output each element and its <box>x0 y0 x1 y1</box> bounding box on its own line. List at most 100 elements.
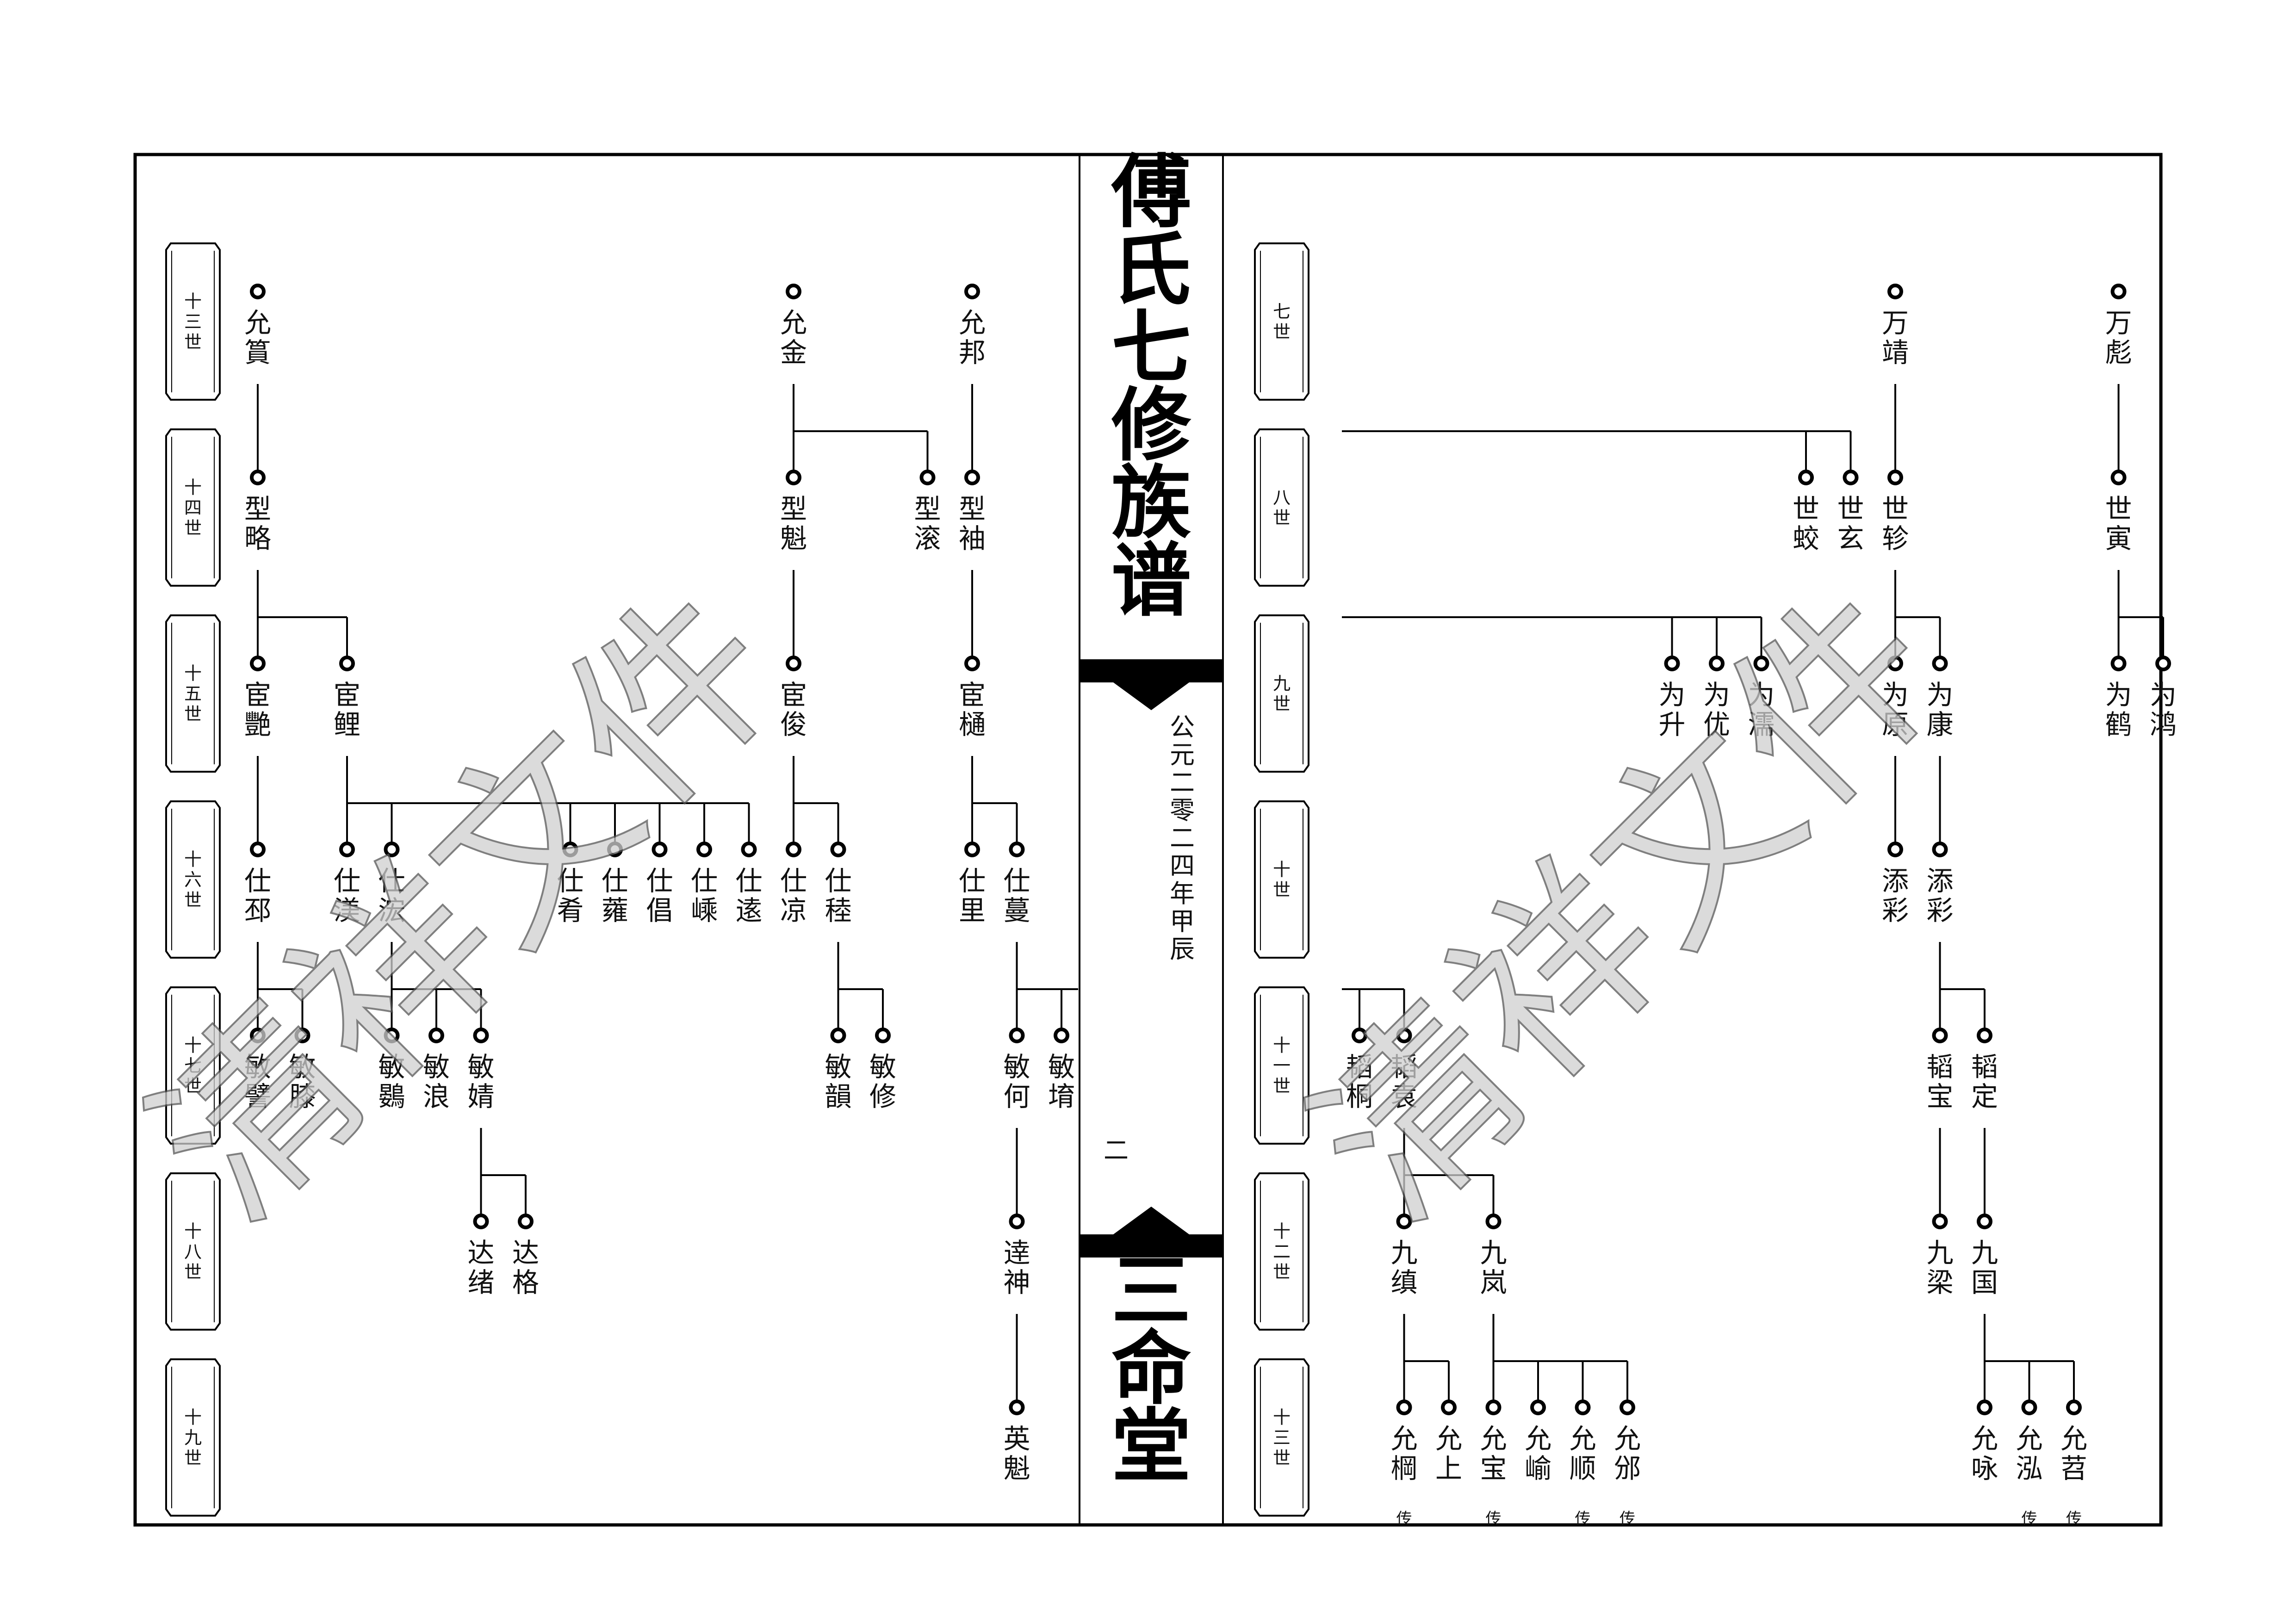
person-node: 九国 <box>1971 1214 1998 1298</box>
person-node: 宦樋 <box>959 656 986 740</box>
person-node: 为原 <box>1882 656 1909 740</box>
person-node: 添彩 <box>1882 842 1909 926</box>
person-node: 九缜 <box>1390 1214 1418 1298</box>
person-node: 型略 <box>244 470 271 554</box>
person-node: 仕稑 <box>825 842 852 926</box>
transmission-tag: 传 <box>1575 1510 1591 1528</box>
person-dot <box>2155 656 2171 671</box>
left-family-tree: 允篔允金允邦型略型魁型滚型袖宦艷宦鲤宦俊宦樋仕邳仕渼仕浤仕肴仕蕹仕倡仕嵊仕逺仕凉… <box>244 284 1078 1484</box>
generation-marker: 十二世 <box>1254 1172 1309 1331</box>
person-node: 世蛟 <box>1793 470 1819 554</box>
person-node: 型袖 <box>959 470 986 554</box>
generation-label: 十二世 <box>1273 1221 1291 1282</box>
generation-marker: 十世 <box>1254 800 1309 959</box>
person-dot <box>1932 842 1948 857</box>
person-dot <box>964 842 980 857</box>
person-name: 允棡 <box>1390 1423 1417 1484</box>
person-dot <box>786 284 801 299</box>
person-node: 敏韻 <box>825 1028 852 1112</box>
generation-marker: 十三世 <box>165 242 221 401</box>
person-dot <box>1932 1214 1948 1229</box>
transmission-tag: 传 <box>2022 1510 2037 1528</box>
person-dot <box>1887 842 1903 857</box>
spine-title: 傅氏七修族谱 <box>1111 145 1191 627</box>
person-node: 九岚 <box>1480 1214 1507 1298</box>
person-node: 韬袁 <box>1390 1028 1418 1112</box>
person-name: 添彩 <box>1882 865 1909 926</box>
person-name: 仕渼 <box>334 865 360 926</box>
person-node: 韬定 <box>1971 1028 1998 1112</box>
person-node: 仕倡 <box>646 842 673 926</box>
person-name: 敏譬 <box>244 1051 271 1112</box>
person-name: 为升 <box>1658 679 1685 740</box>
person-dot <box>830 1028 846 1043</box>
person-name: 型魁 <box>780 493 807 554</box>
person-dot <box>786 656 801 671</box>
person-name: 为鹤 <box>2105 679 2132 740</box>
person-name: 允顺 <box>1569 1423 1596 1484</box>
person-name: 韬宝 <box>1926 1051 1953 1112</box>
generation-marker-frame <box>165 800 221 959</box>
generation-marker-frame <box>165 1358 221 1517</box>
generation-label: 九世 <box>1273 673 1291 714</box>
person-node: 仕渼 <box>334 842 360 926</box>
person-node: 仕逺 <box>735 842 763 926</box>
person-node: 敏膝 <box>289 1028 316 1112</box>
person-name: 允苕 <box>2060 1423 2087 1484</box>
person-dot <box>2066 1400 2082 1415</box>
person-node: 仕蔓 <box>1003 842 1030 926</box>
person-node: 宦俊 <box>780 656 807 740</box>
person-name: 允邠 <box>1614 1423 1641 1484</box>
person-name: 世寅 <box>2105 493 2132 554</box>
person-node: 敏修 <box>869 1028 896 1112</box>
person-node: 仕邳 <box>244 842 271 926</box>
person-node: 为鸿 <box>2150 656 2177 740</box>
person-name: 允咏 <box>1971 1423 1998 1484</box>
person-node: 允崳 <box>1525 1400 1551 1484</box>
transmission-tag: 传 <box>1396 1510 1412 1528</box>
person-name: 达格 <box>512 1237 539 1298</box>
generation-label: 八世 <box>1273 487 1291 528</box>
person-name: 允泓 <box>2016 1423 2042 1484</box>
spine-upper-ornament <box>1080 659 1223 710</box>
generation-label: 十六世 <box>184 849 202 910</box>
person-dot <box>1441 1400 1457 1415</box>
person-name: 宦鲤 <box>334 679 360 740</box>
person-node: 添彩 <box>1926 842 1954 926</box>
person-node: 允泓传 <box>2016 1400 2043 1528</box>
person-name: 世玄 <box>1837 493 1864 554</box>
generation-marker: 十八世 <box>165 1172 221 1331</box>
generation-label: 十三世 <box>1273 1407 1291 1468</box>
person-node: 允棡传 <box>1390 1400 1418 1528</box>
generation-marker: 十四世 <box>165 428 221 587</box>
person-dot <box>964 656 980 671</box>
generation-label: 十三世 <box>184 291 202 352</box>
person-name: 允金 <box>780 307 807 368</box>
person-name: 宦艷 <box>244 679 271 740</box>
person-dot <box>339 656 355 671</box>
generation-label: 十一世 <box>1273 1035 1291 1096</box>
person-dot <box>1887 656 1903 671</box>
generation-label: 十八世 <box>184 1221 202 1282</box>
person-dot <box>2021 1400 2037 1415</box>
person-name: 韬桐 <box>1346 1051 1373 1112</box>
person-node: 允宝传 <box>1480 1400 1507 1528</box>
person-dot <box>875 1028 891 1043</box>
person-dot <box>1485 1400 1502 1415</box>
person-dot <box>1753 656 1769 671</box>
person-name: 仕浤 <box>378 865 405 926</box>
person-name: 达绪 <box>467 1237 494 1298</box>
person-dot <box>1352 1028 1367 1043</box>
person-dot <box>1977 1214 1992 1229</box>
person-dot <box>964 470 980 485</box>
person-dot <box>1009 1214 1025 1229</box>
person-dot <box>518 1214 534 1229</box>
person-node: 型滚 <box>914 470 941 554</box>
person-dot <box>1575 1400 1591 1415</box>
person-node: 允苕传 <box>2060 1400 2087 1528</box>
person-name: 为原 <box>1882 679 1909 740</box>
